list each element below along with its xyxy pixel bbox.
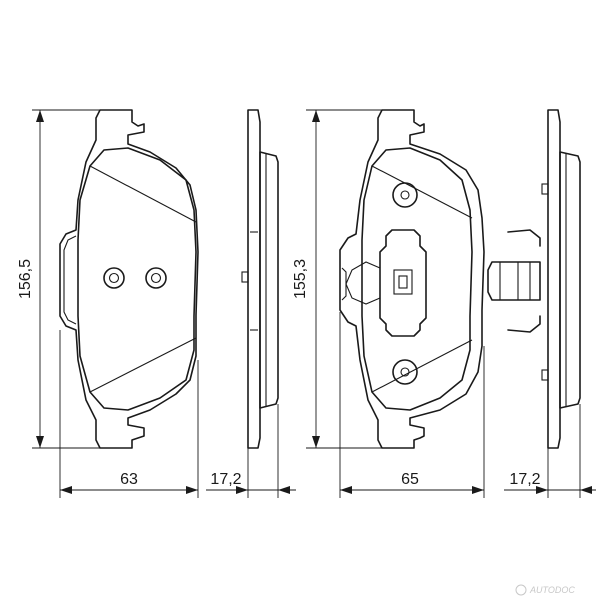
left-pad-pin-outer-1: [103, 267, 125, 289]
left-pad-backing-plate: [59, 109, 199, 449]
left-thick-arrow-left: [236, 486, 248, 494]
watermark-text: AUTODOC: [529, 585, 575, 595]
left-pad-height-label: 156,5: [17, 259, 34, 299]
right-width-arrow-right: [472, 486, 484, 494]
left-width-arrow-right: [186, 486, 198, 494]
right-pad-chamfer-bottom: [371, 339, 473, 393]
left-pad-side-plate: [247, 109, 261, 449]
right-pad-side-clip-bottom: [541, 369, 549, 381]
left-width-arrow-left: [60, 486, 72, 494]
watermark: AUTODOC: [515, 584, 575, 596]
right-width-arrow-left: [340, 486, 352, 494]
right-pad-hole-bottom-inner: [400, 367, 410, 377]
left-pad-chamfer-bottom: [89, 337, 197, 393]
right-pad-front-view: [339, 109, 485, 449]
right-pad-thickness-label: 17,2: [509, 471, 540, 488]
watermark-logo-icon: [515, 584, 527, 596]
left-pad-pin-inner-2: [150, 272, 162, 284]
right-pad-hole-top: [392, 182, 418, 208]
right-pad-backing-plate: [339, 109, 485, 449]
right-pad-side-friction: [559, 151, 581, 409]
right-height-arrow-bottom: [312, 436, 320, 448]
left-pad-pin-outer-2: [145, 267, 167, 289]
left-pad-side-view: [241, 109, 279, 449]
right-pad-spring-top: [507, 229, 541, 247]
right-pad-chamfer-top: [371, 165, 473, 219]
right-pad-clip-square: [398, 275, 408, 289]
right-pad-clip-wire-end: [341, 267, 347, 301]
left-pad-thickness-label: 17,2: [210, 471, 241, 488]
right-pad-side-plate: [547, 109, 561, 449]
right-pad-height-label: 155,3: [292, 259, 309, 299]
right-pad-clip-housing: [379, 229, 427, 337]
right-pad-hole-top-inner: [400, 190, 410, 200]
right-pad-friction-material: [361, 147, 473, 411]
left-pad-side-clip: [241, 271, 249, 283]
left-height-arrow-top: [36, 110, 44, 122]
right-thick-arrow-left: [536, 486, 548, 494]
dimensions: 156,5 155,3 63 17,2 65 17: [17, 109, 596, 498]
left-pad-side-ear: [63, 235, 77, 325]
left-pad-front-view: [59, 109, 199, 449]
right-pad-clip-wire: [345, 261, 381, 305]
right-pad-spring-bottom: [507, 315, 541, 333]
right-pad-width-label: 65: [401, 471, 419, 488]
right-height-arrow-top: [312, 110, 320, 122]
left-pad-width-label: 63: [120, 471, 138, 488]
left-height-arrow-bottom: [36, 436, 44, 448]
right-pad-side-clip-top: [541, 183, 549, 195]
left-thick-arrow-right: [278, 486, 290, 494]
left-pad-friction-material: [77, 147, 197, 411]
right-pad-side-view: [487, 109, 581, 449]
right-pad-hole-bottom: [392, 359, 418, 385]
right-pad-clip-center: [393, 269, 413, 295]
right-thick-arrow-right: [580, 486, 592, 494]
left-pad-side-friction: [259, 151, 279, 409]
left-pad-pin-inner-1: [108, 272, 120, 284]
left-pad-chamfer-top: [89, 165, 197, 223]
right-pad-spring-body: [487, 261, 541, 301]
